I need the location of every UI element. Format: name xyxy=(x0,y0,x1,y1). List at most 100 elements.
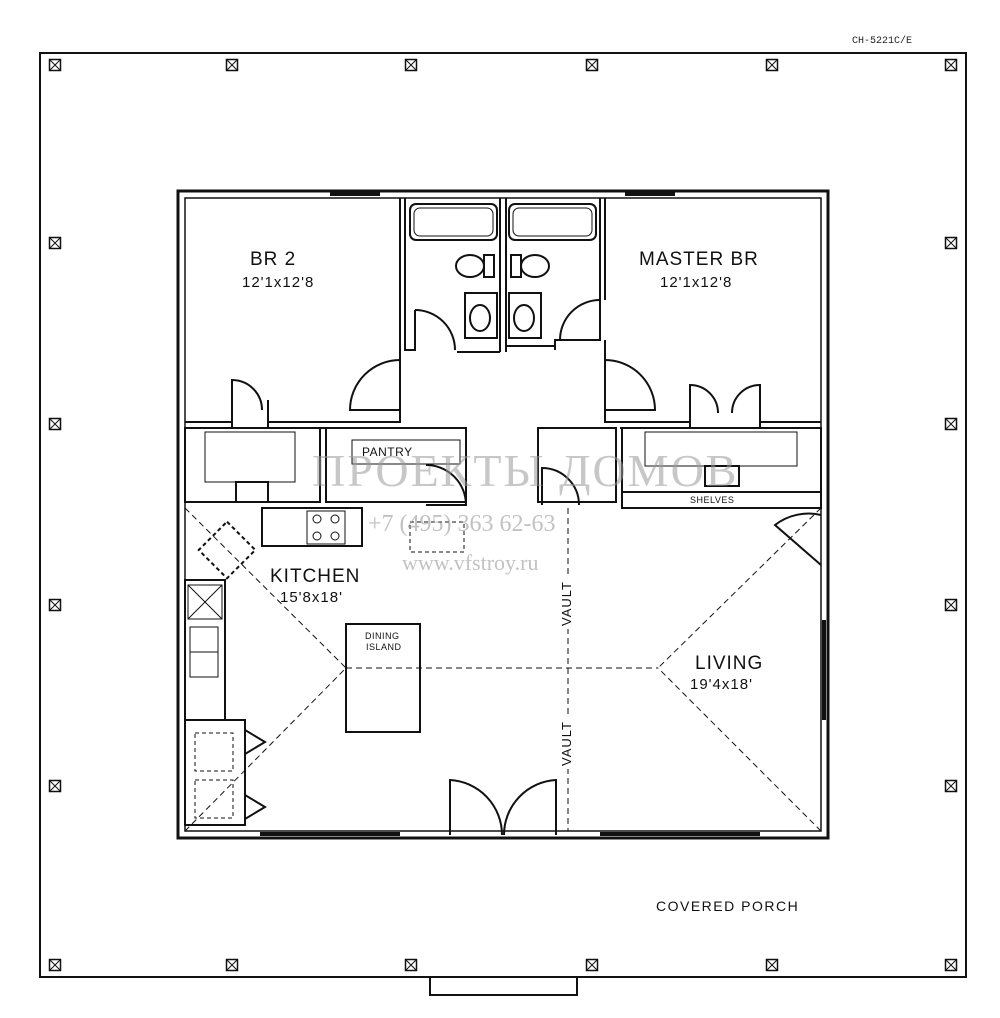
porch-column-cross-11 xyxy=(945,959,957,971)
closet-br2-shelf xyxy=(235,481,269,503)
closet-door-master-b xyxy=(731,383,761,428)
living-label: LIVING xyxy=(695,653,764,674)
covered-porch-label: COVERED PORCH xyxy=(656,898,800,914)
porch-column-cross-0 xyxy=(49,59,61,71)
burner-1 xyxy=(312,514,322,524)
master-wall-2 xyxy=(604,340,690,423)
pantry-box xyxy=(325,427,467,503)
vault-line-2 xyxy=(184,667,347,832)
closet-door-master-a xyxy=(689,383,719,428)
porch-column-cross-5 xyxy=(405,959,417,971)
closet-door-br2-a xyxy=(231,378,263,428)
door-swing-bath-right xyxy=(559,299,601,341)
laundry xyxy=(184,719,246,826)
sink-right xyxy=(508,292,542,339)
living-size: 19'4x18' xyxy=(690,676,753,693)
closet-br2-inner xyxy=(204,431,296,483)
front-door-frame xyxy=(448,780,558,835)
br2-wall-2 xyxy=(268,198,401,423)
vault-line-1 xyxy=(184,507,347,669)
toilet-right xyxy=(520,254,550,278)
porch-column-17 xyxy=(944,598,958,612)
master-br-size: 12'1x12'8 xyxy=(660,274,733,291)
watermark-site: www.vfstroy.ru xyxy=(402,550,539,575)
porch-column-5 xyxy=(404,958,418,972)
porch-column-1 xyxy=(48,958,62,972)
pantry-inner xyxy=(351,439,461,465)
porch-column-0 xyxy=(48,58,62,72)
porch-column-cross-10 xyxy=(945,59,957,71)
counter-left xyxy=(184,579,226,721)
porch-column-cross-4 xyxy=(405,59,417,71)
porch-column-15 xyxy=(944,417,958,431)
porch-column-cross-1 xyxy=(49,959,61,971)
porch-column-12 xyxy=(48,236,62,250)
cooktop xyxy=(306,510,346,545)
vault-label-top: VAULT xyxy=(558,578,574,629)
vault-line-4 xyxy=(657,667,822,832)
porch-column-11 xyxy=(944,958,958,972)
porch-column-4 xyxy=(404,58,418,72)
pantry-label: PANTRY xyxy=(362,445,413,459)
porch-column-19 xyxy=(944,779,958,793)
porch-column-cross-7 xyxy=(586,959,598,971)
porch-column-9 xyxy=(765,958,779,972)
door-swing-br2 xyxy=(348,359,401,411)
washer xyxy=(194,732,234,772)
watermark-phone: +7 (495) 363 62-63 xyxy=(368,511,556,537)
porch-column-cross-14 xyxy=(49,418,61,430)
dining-island-label-2: ISLAND xyxy=(366,642,402,652)
porch-column-cross-9 xyxy=(766,959,778,971)
porch-column-cross-2 xyxy=(226,59,238,71)
tub-right-inner xyxy=(512,207,593,237)
vault-line-3 xyxy=(657,507,822,669)
hall-closet-door xyxy=(541,466,580,506)
dishwasher-x2 xyxy=(187,584,223,620)
kitchen-label: KITCHEN xyxy=(270,566,361,587)
porch-column-10 xyxy=(944,58,958,72)
porch-column-cross-16 xyxy=(49,599,61,611)
porch-column-cross-15 xyxy=(945,418,957,430)
front-step xyxy=(429,977,578,996)
closet-master-shelf xyxy=(704,465,740,487)
tub-left xyxy=(409,203,498,241)
porch-column-18 xyxy=(48,779,62,793)
sink-left-basin xyxy=(469,304,491,332)
vault-label-bottom: VAULT xyxy=(558,718,574,769)
counter-top xyxy=(261,507,363,547)
front-door-left xyxy=(449,778,504,836)
porch-column-13 xyxy=(944,236,958,250)
door-swing-bath-left xyxy=(414,309,456,351)
dining-island-label-1: DINING xyxy=(365,631,400,641)
sink-right-basin xyxy=(513,304,535,332)
porch-column-cross-3 xyxy=(226,959,238,971)
burner-2 xyxy=(330,514,340,524)
sink-left xyxy=(464,292,498,339)
dishwasher xyxy=(187,584,223,620)
drawing-code: CH-5221C/E xyxy=(852,36,913,47)
toilet-right-tank xyxy=(510,254,522,278)
porch-outline xyxy=(39,52,967,978)
pantry-door xyxy=(425,464,468,506)
porch-column-cross-8 xyxy=(766,59,778,71)
br2-label: BR 2 xyxy=(250,249,297,270)
porch-column-8 xyxy=(765,58,779,72)
br2-size: 12'1x12'8 xyxy=(242,274,315,291)
porch-column-6 xyxy=(585,58,599,72)
porch-column-cross-6 xyxy=(586,59,598,71)
porch-column-3 xyxy=(225,958,239,972)
tub-right xyxy=(508,203,597,241)
porch-column-cross-13 xyxy=(945,237,957,249)
porch-column-16 xyxy=(48,598,62,612)
porch-column-2 xyxy=(225,58,239,72)
tub-left-inner xyxy=(413,207,494,237)
living-door xyxy=(773,512,822,566)
burner-3 xyxy=(312,531,322,541)
front-door-right xyxy=(502,778,557,836)
toilet-left-tank xyxy=(483,254,495,278)
toilet-left xyxy=(455,254,485,278)
porch-column-7 xyxy=(585,958,599,972)
burner-4 xyxy=(330,531,340,541)
laundry-door-1 xyxy=(244,729,267,755)
